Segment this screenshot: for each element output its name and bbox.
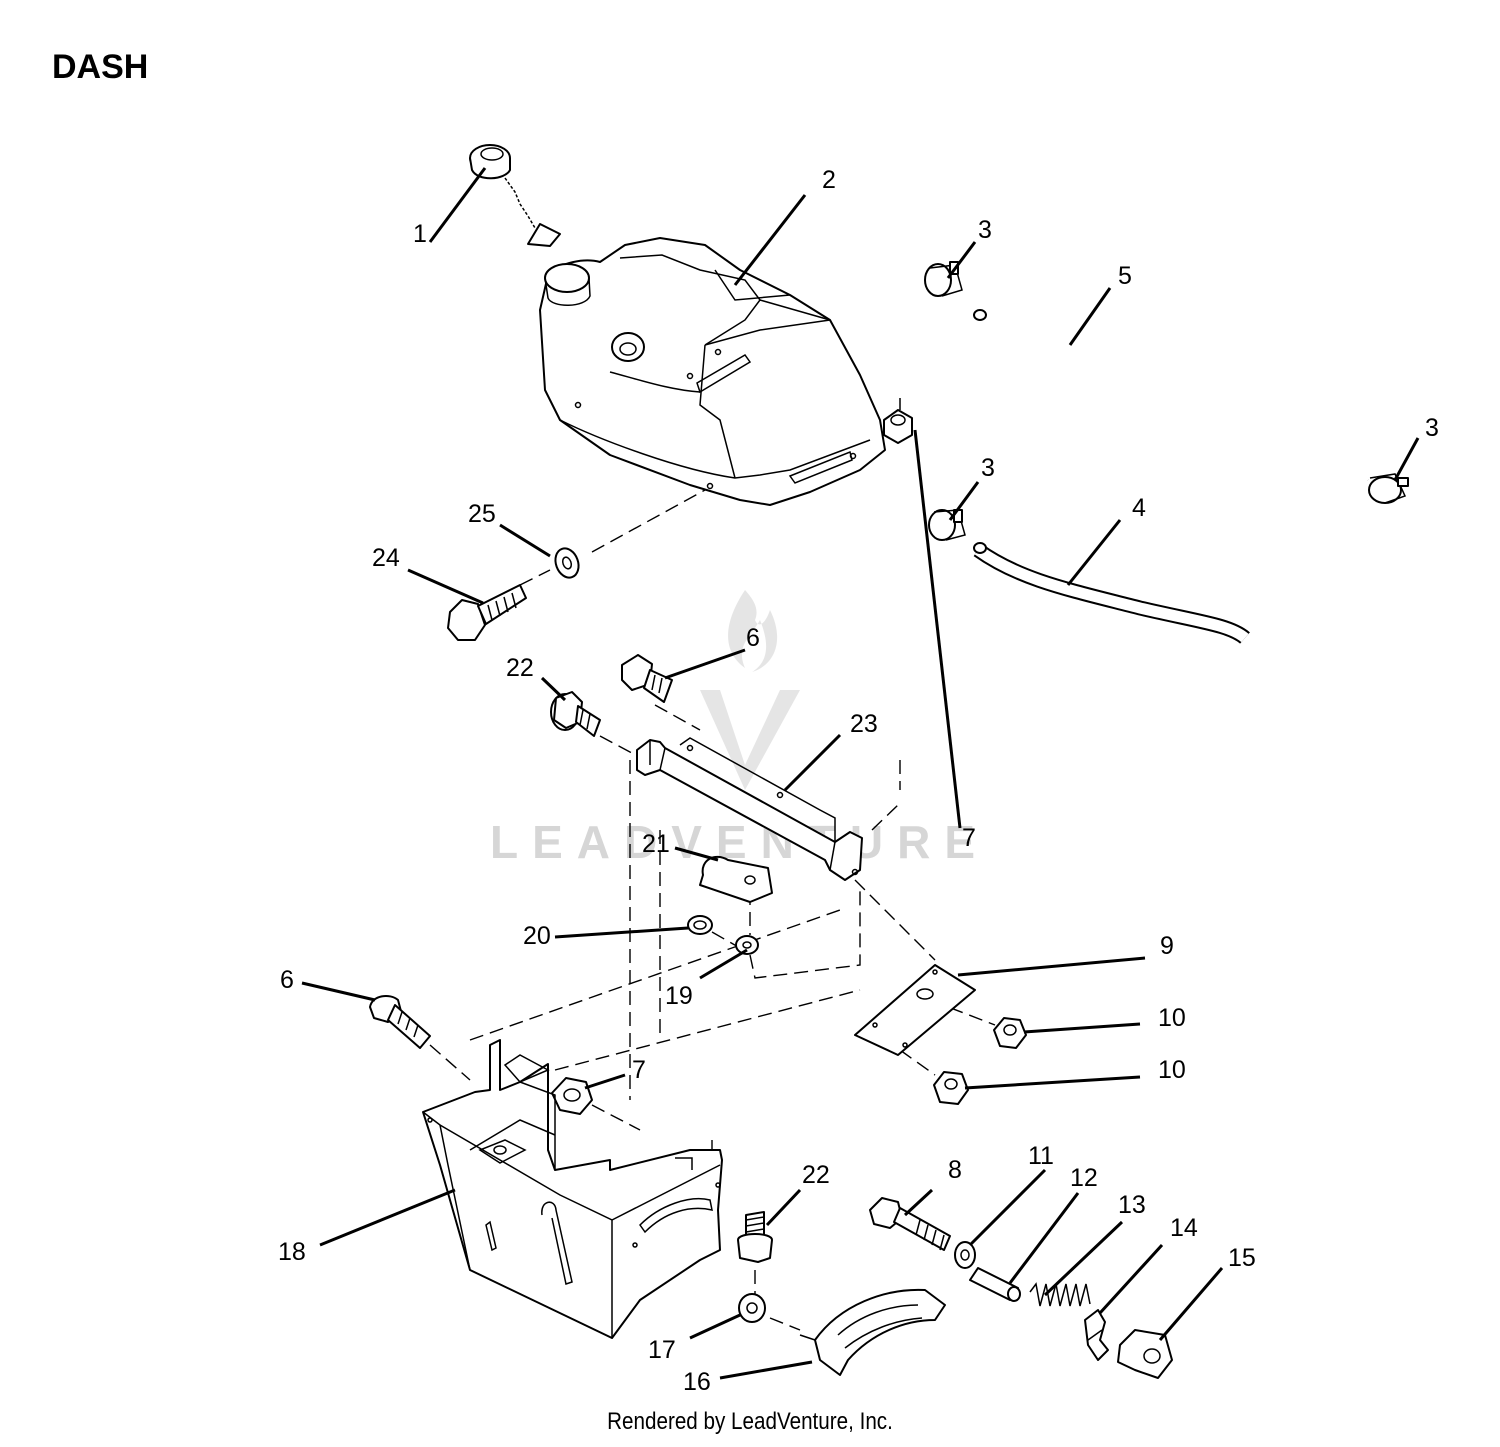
fuel-tank	[539, 237, 886, 506]
callout-15: 15	[1228, 1244, 1256, 1272]
carriage-bolt	[621, 654, 673, 703]
callout-3: 3	[978, 216, 992, 244]
hose-clamp	[1368, 473, 1409, 504]
callout-2: 2	[822, 166, 836, 194]
throttle-bracket	[1117, 1329, 1173, 1379]
callout-8: 8	[948, 1156, 962, 1184]
callout-7: 7	[632, 1056, 646, 1084]
spacer-tube	[969, 1267, 1021, 1302]
callout-6: 6	[280, 966, 294, 994]
diagram-title: DASH	[52, 48, 149, 86]
spring-clip	[1084, 1309, 1109, 1361]
dash-panel	[422, 1039, 723, 1339]
mounting-plate	[854, 964, 976, 1056]
callout-10: 10	[1158, 1004, 1186, 1032]
callout-17: 17	[648, 1336, 676, 1364]
watermark-logo	[700, 590, 800, 790]
throttle-decal	[799, 1288, 946, 1376]
callout-6: 6	[746, 624, 760, 652]
lock-nut	[933, 1071, 969, 1105]
callout-5: 5	[1118, 262, 1132, 290]
callout-labels: 1 2 3 3 3 4 5 6 6 7 7 8 9 10 10 11 12 13…	[278, 166, 1439, 1396]
lock-nut	[993, 1017, 1027, 1049]
callout-1: 1	[413, 220, 427, 248]
callout-9: 9	[1160, 932, 1174, 960]
callout-23: 23	[850, 710, 878, 738]
hex-screw	[447, 584, 527, 641]
callout-22: 22	[802, 1161, 830, 1189]
callout-22: 22	[506, 654, 534, 682]
callout-3: 3	[981, 454, 995, 482]
watermark-text: LEADVENTURE	[490, 816, 989, 868]
callout-13: 13	[1118, 1191, 1146, 1219]
hose-clamp	[928, 509, 966, 541]
callout-11: 11	[1028, 1142, 1054, 1170]
callout-7: 7	[962, 824, 976, 852]
callout-4: 4	[1132, 494, 1146, 522]
callout-3: 3	[1425, 414, 1439, 442]
hex-nut	[551, 1077, 593, 1115]
carriage-bolt	[369, 994, 431, 1049]
hex-flange-screw	[550, 691, 601, 737]
washer	[554, 547, 580, 579]
callout-20: 20	[523, 922, 551, 950]
callout-16: 16	[683, 1368, 711, 1396]
flat-washer	[735, 935, 759, 955]
callout-25: 25	[468, 500, 496, 528]
hex-bolt	[869, 1197, 951, 1251]
callout-14: 14	[1170, 1214, 1198, 1242]
assembly-guide-lines	[429, 489, 996, 1331]
fuel-hose-lower	[973, 542, 1250, 644]
callout-12: 12	[1070, 1164, 1098, 1192]
flat-washer	[954, 1241, 976, 1269]
compression-spring	[1029, 1282, 1091, 1307]
callout-10: 10	[1158, 1056, 1186, 1084]
fuel-cap	[469, 144, 561, 247]
mounting-clip	[699, 855, 773, 903]
callout-19: 19	[665, 982, 693, 1010]
callout-24: 24	[372, 544, 400, 572]
footer-credit: Rendered by LeadVenture, Inc.	[607, 1408, 893, 1435]
callout-21: 21	[642, 830, 670, 858]
support-bracket	[636, 737, 863, 881]
washer	[738, 1293, 766, 1323]
hex-flange-screw	[737, 1211, 773, 1263]
grommet	[687, 915, 713, 935]
hex-nut	[883, 398, 913, 444]
leader-lines	[301, 167, 1420, 1380]
callout-18: 18	[278, 1238, 306, 1266]
fuel-hose-upper	[973, 309, 1373, 483]
